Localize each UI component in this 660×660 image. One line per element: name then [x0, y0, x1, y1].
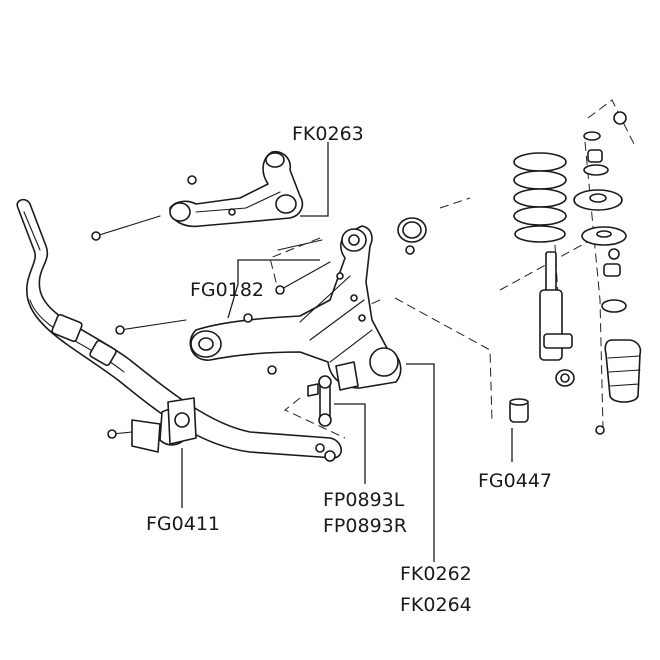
stabilizer-link: [307, 375, 336, 462]
lower-arm-bolts: [115, 245, 415, 375]
upper-arm-bolts: [91, 215, 323, 251]
callout-upper-arm: FK0263: [292, 123, 364, 145]
leader-lines: [181, 142, 513, 562]
shock-bushing: [509, 398, 529, 423]
bushing-bolt: [107, 429, 133, 439]
stabilizer-bushing: [131, 397, 197, 453]
callout-stabilizer-link-right: FP0893R: [323, 515, 407, 537]
callout-upper-arm-bush: FG0182: [190, 279, 264, 301]
strut-top-mount: [573, 111, 627, 313]
callout-lower-arm-2: FK0264: [400, 594, 472, 616]
callout-shock-bush: FG0447: [478, 470, 552, 492]
callout-stabilizer-bush: FG0411: [146, 513, 220, 535]
coil-spring: [513, 152, 567, 243]
upper-control-arm: [169, 150, 304, 228]
callout-lower-arm-1: FK0262: [400, 563, 472, 585]
callout-stabilizer-link-left: FP0893L: [323, 489, 405, 511]
fastener-nuts: [315, 425, 605, 453]
lower-control-arm: [189, 225, 402, 391]
bump-boot: [604, 339, 642, 403]
shock-absorber: [539, 251, 575, 387]
o-ring: [397, 217, 427, 243]
